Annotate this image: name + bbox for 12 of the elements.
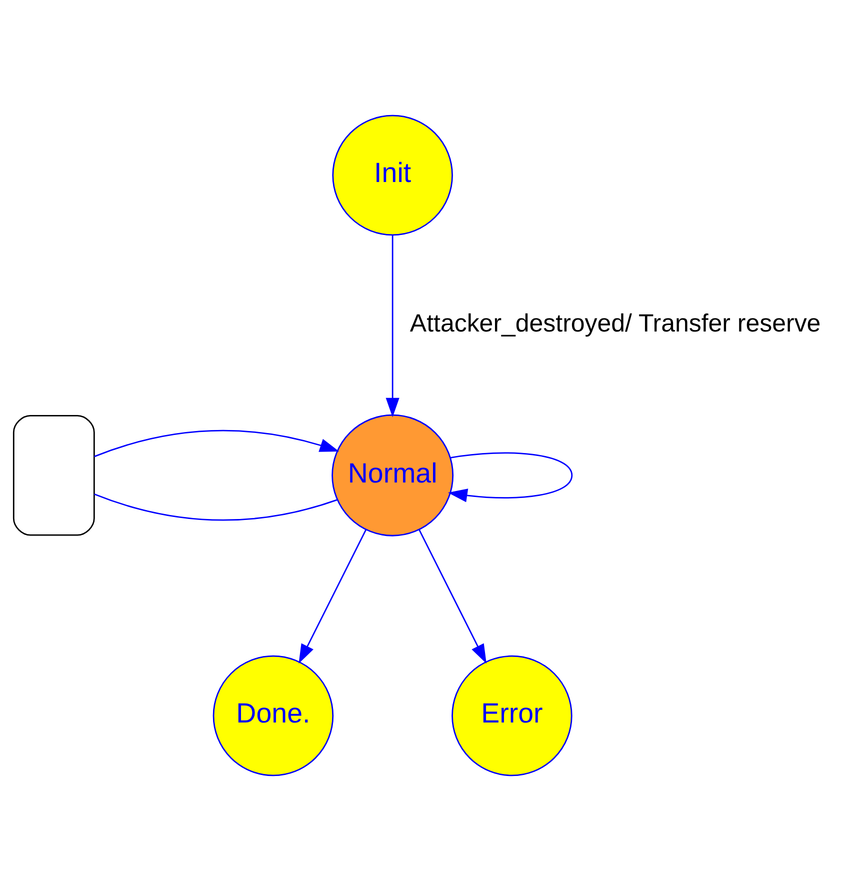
node-box — [12, 414, 95, 536]
node-circle: Init — [332, 114, 453, 236]
connector — [94, 493, 338, 521]
arrow — [448, 452, 573, 502]
node-circle: Done. — [212, 655, 334, 776]
arrow — [418, 529, 486, 664]
node-circle: Error — [452, 655, 572, 776]
node-circle: Normal — [332, 414, 454, 536]
arrow — [94, 430, 340, 458]
arrow — [298, 529, 367, 664]
edge-label: Attacker_destroyed/ Transfer reserve — [410, 309, 821, 338]
arrow — [386, 235, 400, 418]
